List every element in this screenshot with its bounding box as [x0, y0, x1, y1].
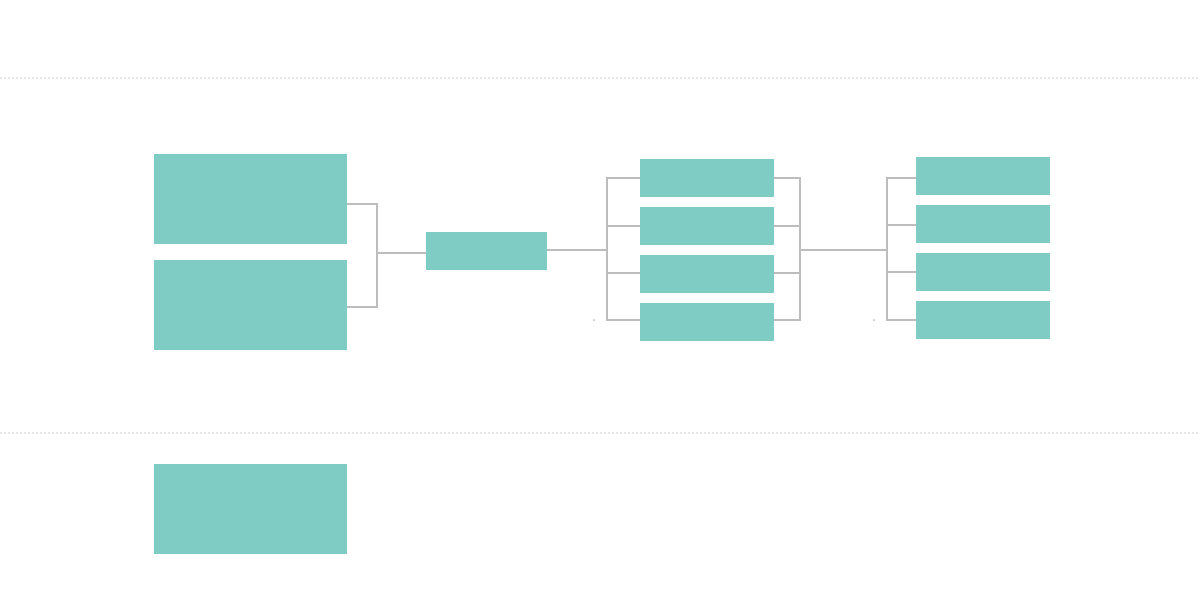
- split2-box-3[interactable]: [916, 253, 1050, 291]
- boxes: [154, 154, 1050, 554]
- connector-split1-left-bracket: [606, 177, 640, 321]
- split1-box-2[interactable]: [640, 207, 774, 245]
- split1-box-1[interactable]: [640, 159, 774, 197]
- merge-box[interactable]: [426, 232, 547, 270]
- split2-box-4[interactable]: [916, 301, 1050, 339]
- extra-box[interactable]: [154, 464, 347, 554]
- input-box-1[interactable]: [154, 154, 347, 244]
- connector-inputs-bracket: [347, 203, 378, 308]
- connectors: [347, 177, 916, 321]
- split1-box-3[interactable]: [640, 255, 774, 293]
- split2-box-2[interactable]: [916, 205, 1050, 243]
- split2-box-1[interactable]: [916, 157, 1050, 195]
- input-box-2[interactable]: [154, 260, 347, 350]
- connector-split2-left-bracket: [886, 177, 916, 321]
- dot-marker: [593, 319, 595, 321]
- split1-box-4[interactable]: [640, 303, 774, 341]
- dot-marker: [873, 319, 875, 321]
- connector-split1-right-bracket: [774, 177, 801, 321]
